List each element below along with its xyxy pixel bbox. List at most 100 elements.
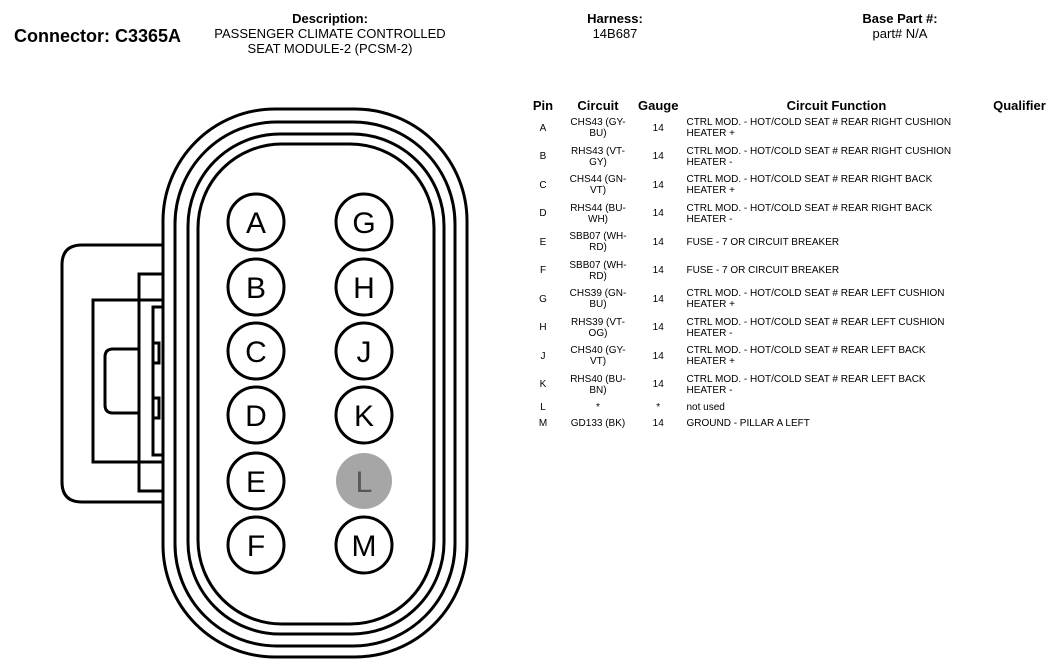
pin-label-l: L: [356, 466, 373, 499]
circuit-cell: RHS44 (BU-WH): [558, 200, 638, 229]
pin-label-k: K: [354, 400, 374, 433]
function-cell: CTRL MOD. - HOT/COLD SEAT # REAR RIGHT C…: [678, 114, 986, 143]
function-line-1: CTRL MOD. - HOT/COLD SEAT # REAR LEFT BA…: [686, 345, 926, 357]
circuit-line-2: RD): [589, 270, 607, 282]
housing-outline-middle: [173, 120, 457, 648]
function-line-2: HEATER -: [686, 327, 733, 339]
harness-title: Harness:: [587, 11, 643, 26]
table-row: M GD133 (BK) 14 GROUND - PILLAR A LEFT: [528, 415, 1052, 431]
function-line-2: HEATER +: [686, 128, 735, 140]
gauge-cell: 14: [652, 417, 664, 429]
circuit-cell: CHS40 (GY-VT): [558, 342, 638, 371]
function-line-1: CTRL MOD. - HOT/COLD SEAT # REAR LEFT CU…: [686, 288, 945, 300]
function-line-1: CTRL MOD. - HOT/COLD SEAT # REAR RIGHT C…: [686, 145, 952, 157]
table-row: G CHS39 (GN-BU) 14 CTRL MOD. - HOT/COLD …: [528, 285, 1052, 314]
pin-cell: B: [539, 151, 547, 163]
harness-block: Harness: 14B687: [555, 11, 675, 41]
function-line-2: HEATER -: [686, 156, 733, 168]
circuit-line-1: RHS39 (VT-: [571, 316, 625, 328]
pin-label-j: J: [357, 336, 372, 369]
circuit-line-2: VT): [589, 185, 607, 197]
function-cell: not used: [686, 401, 725, 413]
header-gauge: Gauge: [638, 98, 679, 113]
function-cell: FUSE - 7 OR CIRCUIT BREAKER: [686, 236, 840, 248]
qualifier-cell: [986, 399, 1052, 415]
table-row: L * * not used: [528, 399, 1052, 415]
pin-cavity-g: [334, 192, 394, 252]
pin-cell: A: [539, 122, 547, 134]
gauge-cell: 14: [652, 379, 664, 391]
pin-cell: C: [539, 179, 547, 191]
gauge-cell: 14: [652, 122, 664, 134]
latch-inner: [91, 298, 163, 464]
circuit-line-1: CHS43 (GY-: [570, 117, 626, 129]
pin-cavity-a: [226, 192, 286, 252]
function-line-2: HEATER +: [686, 185, 735, 197]
description-title: Description:: [292, 11, 368, 26]
circuit-cell: CHS44 (GN-VT): [558, 171, 638, 200]
pin-cavity-d: [226, 385, 286, 445]
pin-cell: K: [539, 379, 547, 391]
header-pin: Pin: [532, 98, 554, 113]
pin-label-e: E: [246, 466, 266, 499]
table-row: K RHS40 (BU-BN) 14 CTRL MOD. - HOT/COLD …: [528, 371, 1052, 400]
qualifier-cell: [986, 285, 1052, 314]
pin-label-f: F: [247, 530, 265, 563]
pin-cavity-m: [334, 515, 394, 575]
table-row: A CHS43 (GY-BU) 14 CTRL MOD. - HOT/COLD …: [528, 114, 1052, 143]
pin-cavity-c: [226, 321, 286, 381]
pin-cavity-k: [334, 385, 394, 445]
gauge-cell: 14: [652, 236, 664, 248]
circuit-line-1: RHS44 (BU-: [570, 202, 626, 214]
pin-label-a: A: [246, 207, 266, 240]
qualifier-cell: [986, 171, 1052, 200]
circuit-cell: RHS40 (BU-BN): [558, 371, 638, 400]
qualifier-cell: [986, 342, 1052, 371]
qualifier-cell: [986, 415, 1052, 431]
function-line-2: HEATER +: [686, 356, 735, 368]
pin-cell: D: [539, 208, 547, 220]
harness-value: 14B687: [592, 26, 638, 41]
pin-label-g: G: [352, 207, 375, 240]
pin-label-d: D: [245, 400, 267, 433]
pin-cell: M: [538, 417, 548, 429]
qualifier-cell: [986, 371, 1052, 400]
latch-outer: [60, 243, 163, 504]
base-part-value: part# N/A: [872, 26, 928, 41]
pin-cavity-l: [336, 453, 392, 509]
function-cell: GROUND - PILLAR A LEFT: [686, 417, 810, 429]
pin-label-h: H: [353, 272, 375, 305]
function-line-1: CTRL MOD. - HOT/COLD SEAT # REAR RIGHT B…: [686, 202, 933, 214]
header-circuit: Circuit: [577, 98, 619, 113]
qualifier-cell: [986, 228, 1052, 257]
latch-detents: [153, 341, 161, 420]
table-row: B RHS43 (VT-GY) 14 CTRL MOD. - HOT/COLD …: [528, 143, 1052, 172]
circuit-line-1: CHS40 (GY-: [570, 345, 626, 357]
description-line-1: PASSENGER CLIMATE CONTROLLED: [214, 26, 446, 41]
circuit-cell: CHS43 (GY-BU): [558, 114, 638, 143]
pin-label-m: M: [352, 530, 377, 563]
function-cell: CTRL MOD. - HOT/COLD SEAT # REAR LEFT CU…: [678, 285, 986, 314]
pinout-table: Pin Circuit Gauge Circuit Function Quali…: [528, 97, 1052, 431]
circuit-line-2: OG): [588, 327, 608, 339]
circuit-line-2: WH): [588, 213, 608, 225]
circuit-line-1: CHS39 (GN-: [569, 288, 627, 300]
circuit-line-1: RHS40 (BU-: [570, 373, 626, 385]
circuit-line-2: BN): [589, 384, 607, 396]
table-row: E SBB07 (WH-RD) 14 FUSE - 7 OR CIRCUIT B…: [528, 228, 1052, 257]
table-header-row: Pin Circuit Gauge Circuit Function Quali…: [528, 97, 1052, 114]
circuit-cell: *: [596, 401, 600, 413]
circuit-line-1: RHS43 (VT-: [571, 145, 625, 157]
qualifier-cell: [986, 114, 1052, 143]
base-part-title: Base Part #:: [862, 11, 938, 26]
table-row: D RHS44 (BU-WH) 14 CTRL MOD. - HOT/COLD …: [528, 200, 1052, 229]
function-line-1: CTRL MOD. - HOT/COLD SEAT # REAR LEFT BA…: [686, 373, 926, 385]
function-line-1: CTRL MOD. - HOT/COLD SEAT # REAR RIGHT B…: [686, 174, 933, 186]
housing-outline-core: [196, 142, 436, 626]
qualifier-cell: [986, 314, 1052, 343]
latch-tab: [103, 347, 139, 415]
function-cell: CTRL MOD. - HOT/COLD SEAT # REAR RIGHT B…: [678, 200, 986, 229]
latch-rail: [137, 272, 163, 493]
circuit-cell: RHS43 (VT-GY): [558, 143, 638, 172]
circuit-line-2: GY): [589, 156, 607, 168]
